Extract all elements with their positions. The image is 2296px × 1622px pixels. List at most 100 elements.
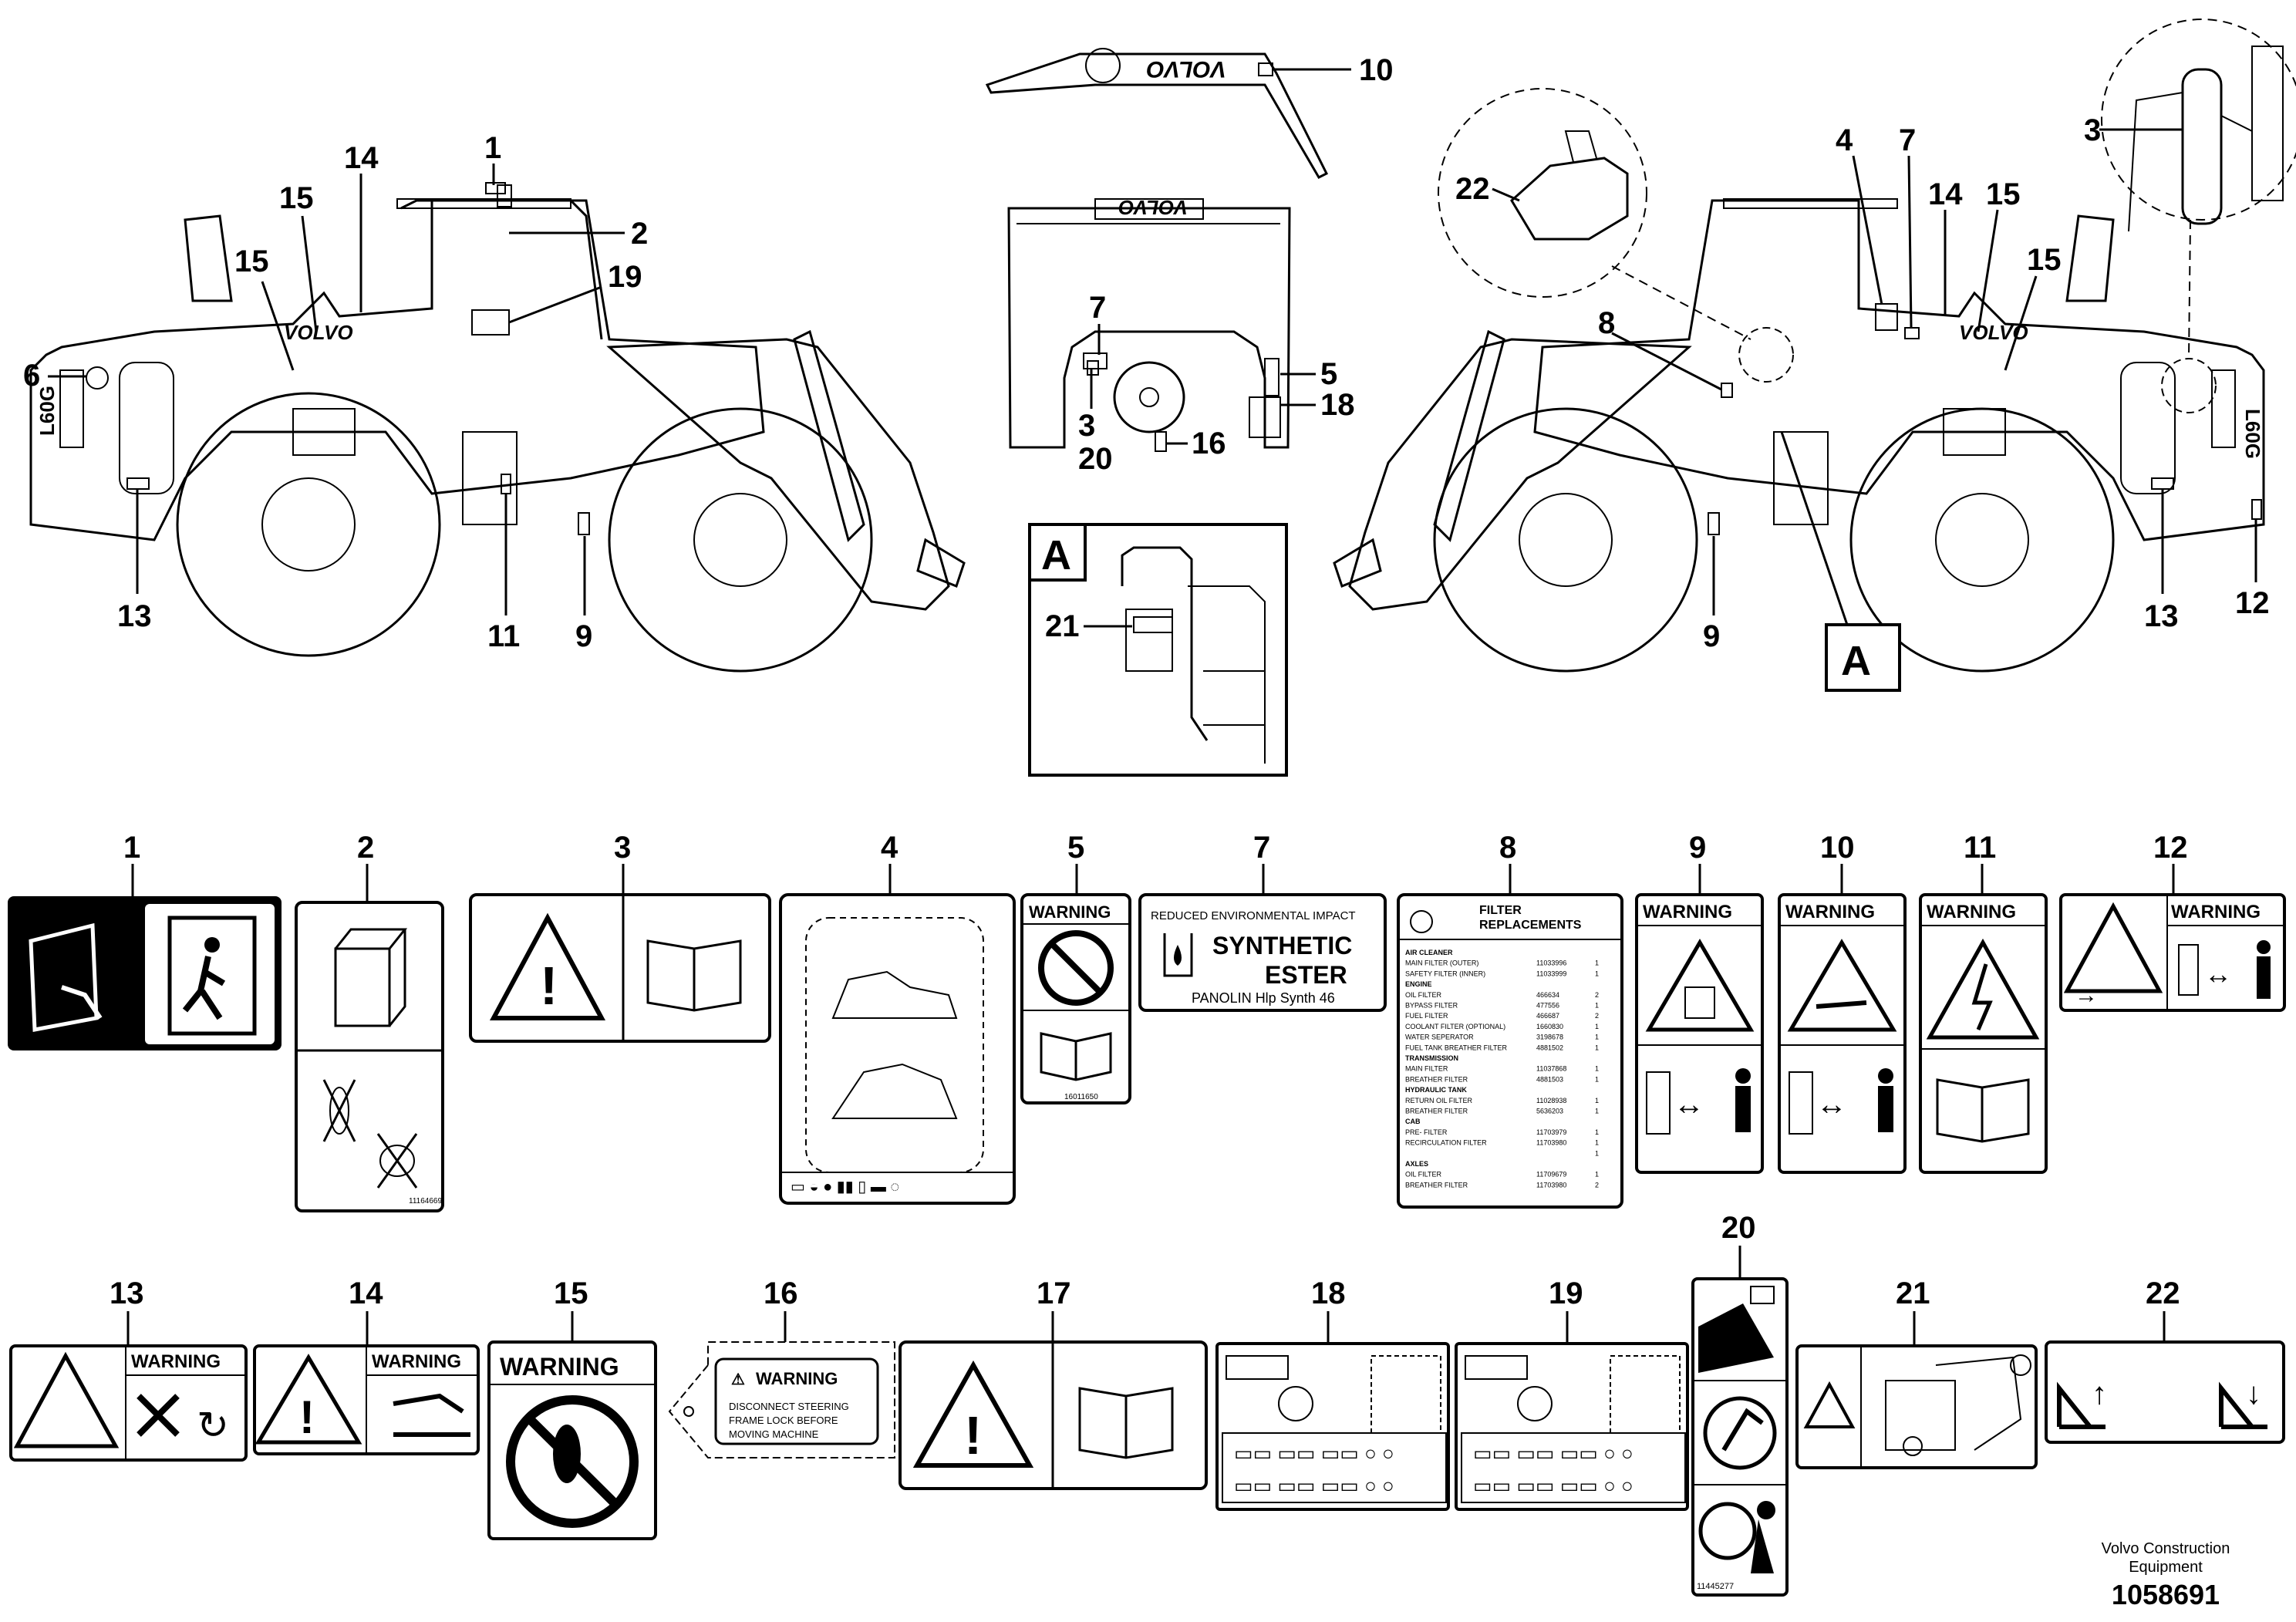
- filter-table-cell: 11703979: [1536, 1128, 1566, 1136]
- decal-10: 10 WARNING ↔: [1778, 831, 1907, 1174]
- filter-table-cell: 11033996: [1536, 959, 1566, 967]
- decal-16: 16 ⚠ WARNING DISCONNECT STEERING FRAME L…: [668, 1276, 895, 1458]
- decal-16-title: WARNING: [756, 1369, 838, 1388]
- decal-14-number: 14: [349, 1276, 383, 1310]
- callout-3-right: 3: [2084, 113, 2101, 147]
- callout-7-center: 7: [1089, 291, 1106, 325]
- decal-13-number: 13: [110, 1276, 144, 1310]
- filter-table-cell: RECIRCULATION FILTER: [1405, 1139, 1487, 1147]
- cab-brand-text: VOLVO: [1118, 196, 1188, 219]
- filter-table-cell: 1: [1595, 1034, 1599, 1041]
- filter-table-cell: 4881502: [1536, 1044, 1563, 1051]
- callout-18-center: 18: [1320, 388, 1355, 422]
- filter-table-cell: 2: [1595, 991, 1599, 999]
- filter-table-cell: 11033999: [1536, 969, 1566, 977]
- callout-19: 19: [608, 260, 642, 294]
- decal-11-number: 11: [1964, 831, 1996, 865]
- decal-21: 21: [1795, 1276, 2038, 1469]
- callout-14-right: 14: [1928, 177, 1963, 211]
- callout-1: 1: [484, 131, 501, 165]
- decal-15-number: 15: [554, 1276, 588, 1310]
- decal-22-up-arrow-icon: ↑: [2092, 1377, 2107, 1411]
- decal-13-warning-label: WARNING: [131, 1351, 221, 1372]
- filter-table-cell: 1: [1595, 1065, 1599, 1073]
- right-machine-model-text: L60G: [2241, 409, 2264, 459]
- filter-table-cell: 1: [1595, 1044, 1599, 1051]
- decal-5-code: 16011650: [1064, 1093, 1098, 1101]
- filter-table-cell: 1: [1595, 1108, 1599, 1115]
- footer-drawing-number: 1058691: [2112, 1579, 2220, 1610]
- decal-16-warning-icon: ⚠: [731, 1371, 745, 1388]
- callout-20-center: 20: [1078, 442, 1113, 476]
- decal-9-warning-label: WARNING: [1643, 902, 1732, 922]
- right-machine-callouts: 4 7 14 15 15 8 13 12 9 A: [1598, 123, 2270, 692]
- filter-table-cell: 466687: [1536, 1012, 1559, 1020]
- decal-17-number: 17: [1037, 1276, 1071, 1310]
- decal-12-warning-label: WARNING: [2171, 902, 2261, 922]
- decal-8-title2: REPLACEMENTS: [1479, 919, 1582, 932]
- filter-table-cell: 11703980: [1536, 1139, 1566, 1147]
- decal-12-double-arrow-icon: ↔: [2204, 958, 2232, 990]
- filter-table-cell: 2: [1595, 1181, 1599, 1189]
- callout-12-right: 12: [2235, 586, 2270, 620]
- detail-a-label: A: [1041, 532, 1071, 578]
- filter-table-cell: 11028938: [1536, 1097, 1566, 1104]
- decal-10-arrow-icon: ↔: [1816, 1088, 1847, 1121]
- decal-11-warning-label: WARNING: [1927, 902, 2016, 922]
- filter-table-cell: 1: [1595, 1002, 1599, 1010]
- filter-table-cell: AXLES: [1405, 1160, 1428, 1168]
- detail-a-panel: A 21: [1028, 523, 1288, 777]
- filter-table-cell: 2: [1595, 1012, 1599, 1020]
- right-machine-a-label: A: [1841, 638, 1871, 684]
- filter-table-cell: FUEL FILTER: [1405, 1012, 1448, 1020]
- filter-table-cell: 4881503: [1536, 1075, 1563, 1083]
- filter-table-cell: 11709679: [1536, 1171, 1566, 1179]
- filter-table-cell: FUEL TANK BREATHER FILTER: [1405, 1044, 1508, 1051]
- decal-15: 15 WARNING: [487, 1276, 657, 1540]
- callout-22: 22: [1455, 172, 1490, 206]
- callout-13-right: 13: [2144, 599, 2179, 633]
- right-machine-drawing: VOLVO L60G: [1333, 198, 2265, 673]
- decal-14-warning-label: WARNING: [372, 1351, 461, 1372]
- decal-4: 4 ▭ ◒ ● ▮▮ ▯ ▬ ◌: [779, 831, 1016, 1205]
- decal-14: 14 ! WARNING: [253, 1276, 480, 1455]
- filter-table-cell: 1: [1595, 1171, 1599, 1179]
- decal-18-controls-row1: ▭▭ ▭▭ ▭▭ ○ ○: [1234, 1442, 1394, 1465]
- callout-14: 14: [344, 141, 379, 175]
- filter-table-cell: 1: [1595, 1149, 1599, 1157]
- decal-16-number: 16: [764, 1276, 798, 1310]
- decal-7-line3: ESTER: [1265, 961, 1347, 989]
- callout-15-right-lower: 15: [2027, 243, 2062, 277]
- filter-table-cell: MAIN FILTER: [1405, 1065, 1448, 1073]
- filter-table-cell: BREATHER FILTER: [1405, 1108, 1468, 1115]
- filter-table-cell: SAFETY FILTER (INNER): [1405, 969, 1485, 977]
- filter-table-cell: 466634: [1536, 991, 1559, 999]
- decal-5-warning-label: WARNING: [1029, 902, 1111, 922]
- decal-19: 19 ▭▭ ▭▭ ▭▭ ○ ○ ▭▭ ▭▭ ▭▭ ○ ○: [1455, 1276, 1689, 1511]
- decal-16-line3: MOVING MACHINE: [729, 1428, 819, 1440]
- callout-15-right-upper: 15: [1986, 177, 2021, 211]
- filter-table-cell: PRE- FILTER: [1405, 1128, 1448, 1136]
- callout-8-right: 8: [1598, 306, 1615, 340]
- left-machine-drawing: VOLVO L60G: [29, 182, 966, 673]
- filter-table-cell: BYPASS FILTER: [1405, 1002, 1458, 1010]
- decal-7-line1: REDUCED ENVIRONMENTAL IMPACT: [1151, 909, 1356, 922]
- filter-table-cell: 1: [1595, 1128, 1599, 1136]
- filter-table-cell: 1: [1595, 1097, 1599, 1104]
- callout-15-upper: 15: [279, 181, 314, 215]
- decal-20-number: 20: [1721, 1211, 1756, 1245]
- decal-10-warning-label: WARNING: [1785, 902, 1875, 922]
- filter-table-cell: 11037868: [1536, 1065, 1566, 1073]
- decal-18: 18 ▭▭ ▭▭ ▭▭ ○ ○ ▭▭ ▭▭ ▭▭ ○ ○: [1215, 1276, 1450, 1511]
- filter-table-cell: OIL FILTER: [1405, 1171, 1442, 1179]
- boom-top-view: VOLVO 10: [985, 48, 1394, 179]
- zoom-circle-3: 3: [2084, 19, 2296, 359]
- callout-4-right: 4: [1836, 123, 1853, 157]
- left-machine-model-text: L60G: [35, 386, 59, 436]
- filter-table-cell: OIL FILTER: [1405, 991, 1442, 999]
- decal-7: 7 REDUCED ENVIRONMENTAL IMPACT SYNTHETIC…: [1138, 831, 1387, 1012]
- boom-brand-text: VOLVO: [1147, 56, 1226, 82]
